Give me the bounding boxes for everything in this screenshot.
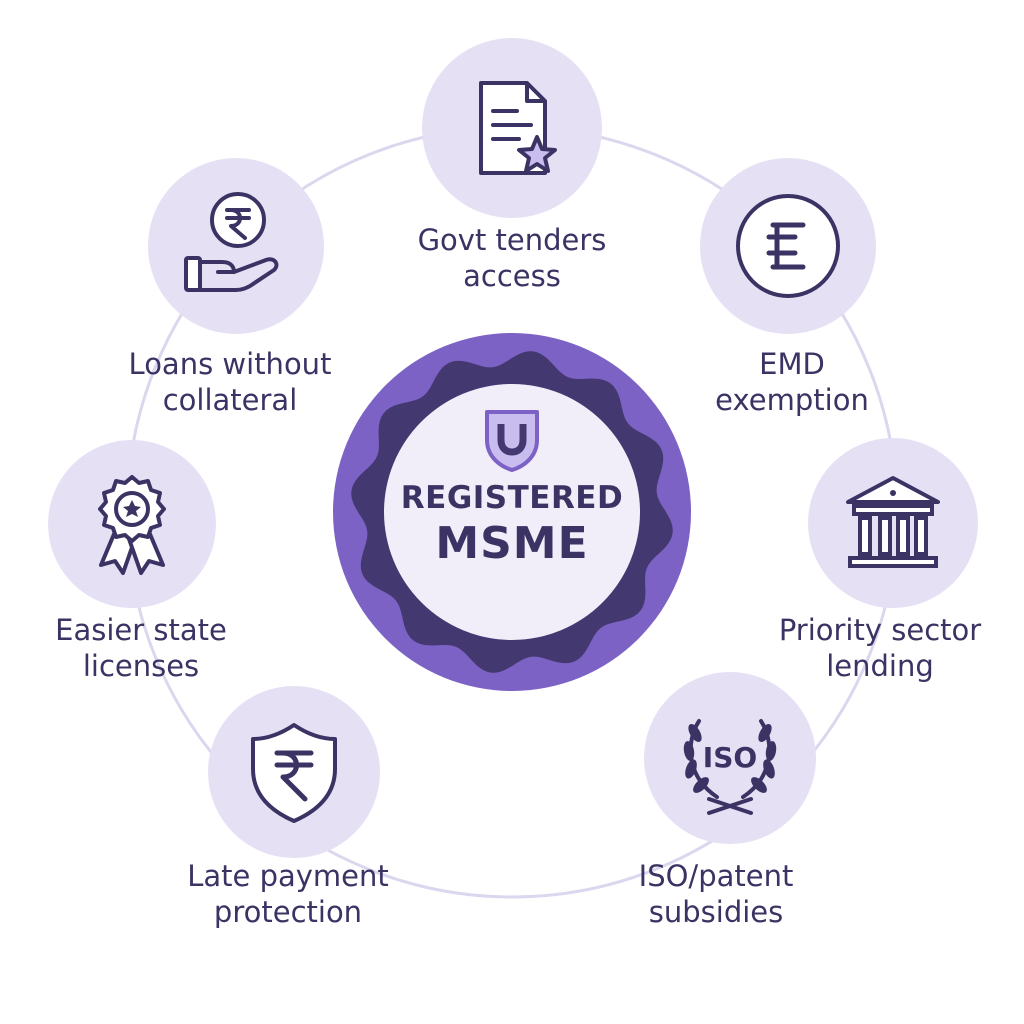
seal-line-msme: MSME bbox=[435, 518, 589, 569]
benefit-label-loans-collateral: Loans without collateral bbox=[128, 347, 332, 417]
benefit-label-priority-lending: Priority sector lending bbox=[778, 613, 982, 683]
bank-building-icon bbox=[846, 476, 940, 568]
seal-line-registered: REGISTERED bbox=[400, 480, 624, 516]
benefit-node-iso-subsidies: ISO bbox=[644, 672, 816, 844]
benefit-node-govt-tenders bbox=[422, 38, 602, 218]
shield-u-emblem bbox=[485, 410, 539, 472]
seal-title: REGISTERED MSME bbox=[332, 478, 692, 570]
benefit-label-late-payment: Late payment protection bbox=[187, 859, 389, 929]
benefit-label-govt-tenders: Govt tenders access bbox=[417, 223, 607, 293]
laurel-iso-icon: ISO bbox=[683, 719, 777, 815]
document-star-icon bbox=[479, 81, 557, 175]
benefit-node-late-payment bbox=[208, 686, 380, 858]
hand-rupee-coin-icon bbox=[184, 192, 279, 292]
benefit-node-priority-lending bbox=[808, 438, 978, 608]
benefit-node-emd-exemption bbox=[700, 158, 876, 334]
benefit-label-state-licenses: Easier state licenses bbox=[55, 613, 227, 683]
rupee-shield-icon bbox=[251, 723, 337, 823]
benefit-label-emd-exemption: EMD exemption bbox=[715, 347, 869, 417]
benefit-node-state-licenses bbox=[48, 440, 216, 608]
registered-msme-seal bbox=[333, 333, 691, 691]
award-ribbon-icon bbox=[98, 475, 166, 575]
benefit-label-iso-subsidies: ISO/patent subsidies bbox=[638, 859, 794, 929]
benefit-node-loans-collateral bbox=[148, 158, 324, 334]
iso-badge-text: ISO bbox=[703, 741, 757, 774]
currency-coin-icon bbox=[736, 194, 840, 298]
